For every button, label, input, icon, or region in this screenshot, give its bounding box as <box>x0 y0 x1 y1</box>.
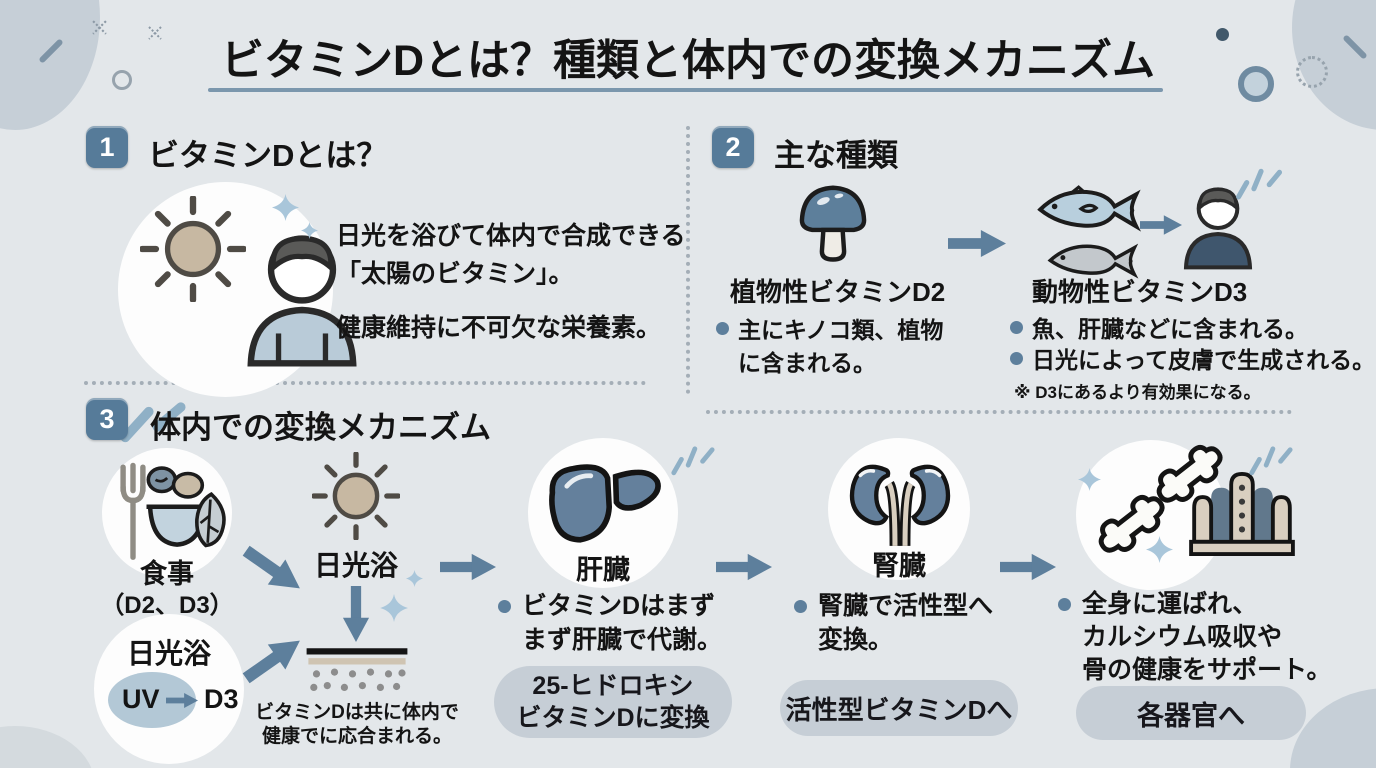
kidney-pill-text: 活性型ビタミンDへ <box>785 694 1013 725</box>
sunbath-label: 日光浴 <box>126 638 211 669</box>
d2-title: 植物性ビタミンD2 <box>730 277 946 307</box>
arrow-right-icon <box>948 228 1006 259</box>
sparkle-icon <box>1146 536 1173 563</box>
fish-icon <box>1037 185 1142 232</box>
section1-heading: ビタミンDとは？ <box>148 138 388 173</box>
skin-note-line2: 健康でに応合まれる。 <box>261 726 452 747</box>
sparkle-icon <box>406 570 423 587</box>
arrow-diagonal-down-icon <box>236 536 310 603</box>
d3-bullet-line2: 日光によって皮膚で生成される。 <box>1032 347 1376 373</box>
decor-donut <box>1238 66 1274 102</box>
uv-label: UV <box>122 684 160 714</box>
d3-bullet-line1: 魚、肝臓などに含まれる。 <box>1032 316 1308 342</box>
liver-icon <box>549 464 661 543</box>
bone-icon <box>1098 494 1165 553</box>
kidney-bullet-line1: 腎臓で活性型へ <box>818 592 994 620</box>
arrow-down-icon <box>340 586 372 642</box>
decor-blob-bottom-left <box>0 726 95 768</box>
sparkle-icon <box>380 594 408 622</box>
bullet-dot <box>1058 598 1071 611</box>
decor-dot <box>1216 28 1229 41</box>
liver-pill-line2: ビタミンDに変換 <box>516 704 710 732</box>
sparkle-icon <box>1078 468 1101 491</box>
person-icon <box>247 235 357 367</box>
decor-dashes-icon <box>1232 156 1284 202</box>
divider-vertical <box>686 126 690 394</box>
arrow-right-icon <box>440 552 496 582</box>
liver-label: 肝臓 <box>576 555 630 585</box>
organs-pill-text: 各器官へ <box>1137 700 1245 731</box>
body-bullet-line3: 骨の健康をサポート。 <box>1082 656 1332 684</box>
bullet-dot <box>498 600 511 613</box>
title-underline <box>208 88 1163 92</box>
section1-text-line2: 「太陽のビタミン」。 <box>336 260 574 288</box>
section3-heading: 体内での変換メカニズム <box>150 410 491 445</box>
liver-bullet-line1: ビタミンDはまず <box>522 592 716 620</box>
bullet-dot <box>794 600 807 613</box>
section1-number-badge: 1 <box>86 126 128 168</box>
sun-icon <box>140 196 246 302</box>
sparkle-icon <box>272 194 299 221</box>
section1-text-line3: 健康維持に不可欠な栄養素。 <box>336 314 662 342</box>
sun-icon <box>312 452 400 540</box>
page-title: ビタミンDとは？種類と体内での変換メカニズム <box>220 37 1156 85</box>
sparkle-icon <box>301 222 318 239</box>
bone-icon <box>1156 444 1223 503</box>
d3-note: ※ D3にあるより有効果になる。 <box>1014 383 1261 402</box>
person-icon <box>1183 187 1253 270</box>
liver-bullet-line2: まず肝臓で代謝。 <box>522 626 723 654</box>
skin-note-line1: ビタミンDは共に体内で <box>255 702 459 723</box>
arrow-right-icon <box>1140 212 1182 238</box>
liver-conversion-pill: 25-ヒドロキシ ビタミンDに変換 <box>494 666 732 738</box>
liver-pill-line1: 25-ヒドロキシ <box>532 672 694 700</box>
fish-icon <box>1047 243 1139 279</box>
bullet-dot <box>716 322 729 335</box>
arrow-right-icon <box>166 691 198 710</box>
divider-horizontal-right <box>706 410 1292 414</box>
decor-dashes-icon <box>668 434 716 478</box>
bullet-dot <box>1010 321 1023 334</box>
villi-icon <box>1189 471 1295 557</box>
body-bullet-line1: 全身に運ばれ、 <box>1082 590 1258 618</box>
mushroom-icon <box>799 185 867 262</box>
sunbathing-label: 日光浴 <box>313 550 398 581</box>
divider-horizontal-left <box>84 381 646 385</box>
d2-bullet-line2: に含まれる。 <box>738 350 876 376</box>
body-bullet-line2: カルシウム吸収や <box>1082 623 1283 651</box>
meal-icon <box>120 462 226 560</box>
kidney-label: 腎臓 <box>872 551 926 581</box>
section3-number-badge: 3 <box>86 398 128 440</box>
uv-d3-label: D3 <box>204 684 239 714</box>
d3-title: 動物性ビタミンD3 <box>1032 277 1248 307</box>
arrow-right-icon <box>716 552 772 582</box>
decor-circle-outline <box>112 70 132 90</box>
food-label: 食事 <box>140 559 194 589</box>
kidney-bullet-line2: 変換。 <box>818 626 894 654</box>
d2-bullet-line1: 主にキノコ類、植物 <box>738 317 944 343</box>
kidneys-icon <box>849 464 951 546</box>
section1-text-line1: 日光を浴びて体内で合成できる <box>336 222 686 250</box>
section2-heading: 主な種類 <box>774 138 898 173</box>
organs-pill: 各器官へ <box>1076 686 1306 740</box>
arrow-right-icon <box>1000 552 1056 582</box>
bullet-dot <box>1010 352 1023 365</box>
kidney-conversion-pill: 活性型ビタミンDへ <box>780 680 1018 736</box>
decor-dotted-circle <box>1296 56 1328 88</box>
decor-dashes-icon <box>1246 434 1294 478</box>
skin-icon <box>306 648 408 691</box>
section2-number-badge: 2 <box>712 126 754 168</box>
